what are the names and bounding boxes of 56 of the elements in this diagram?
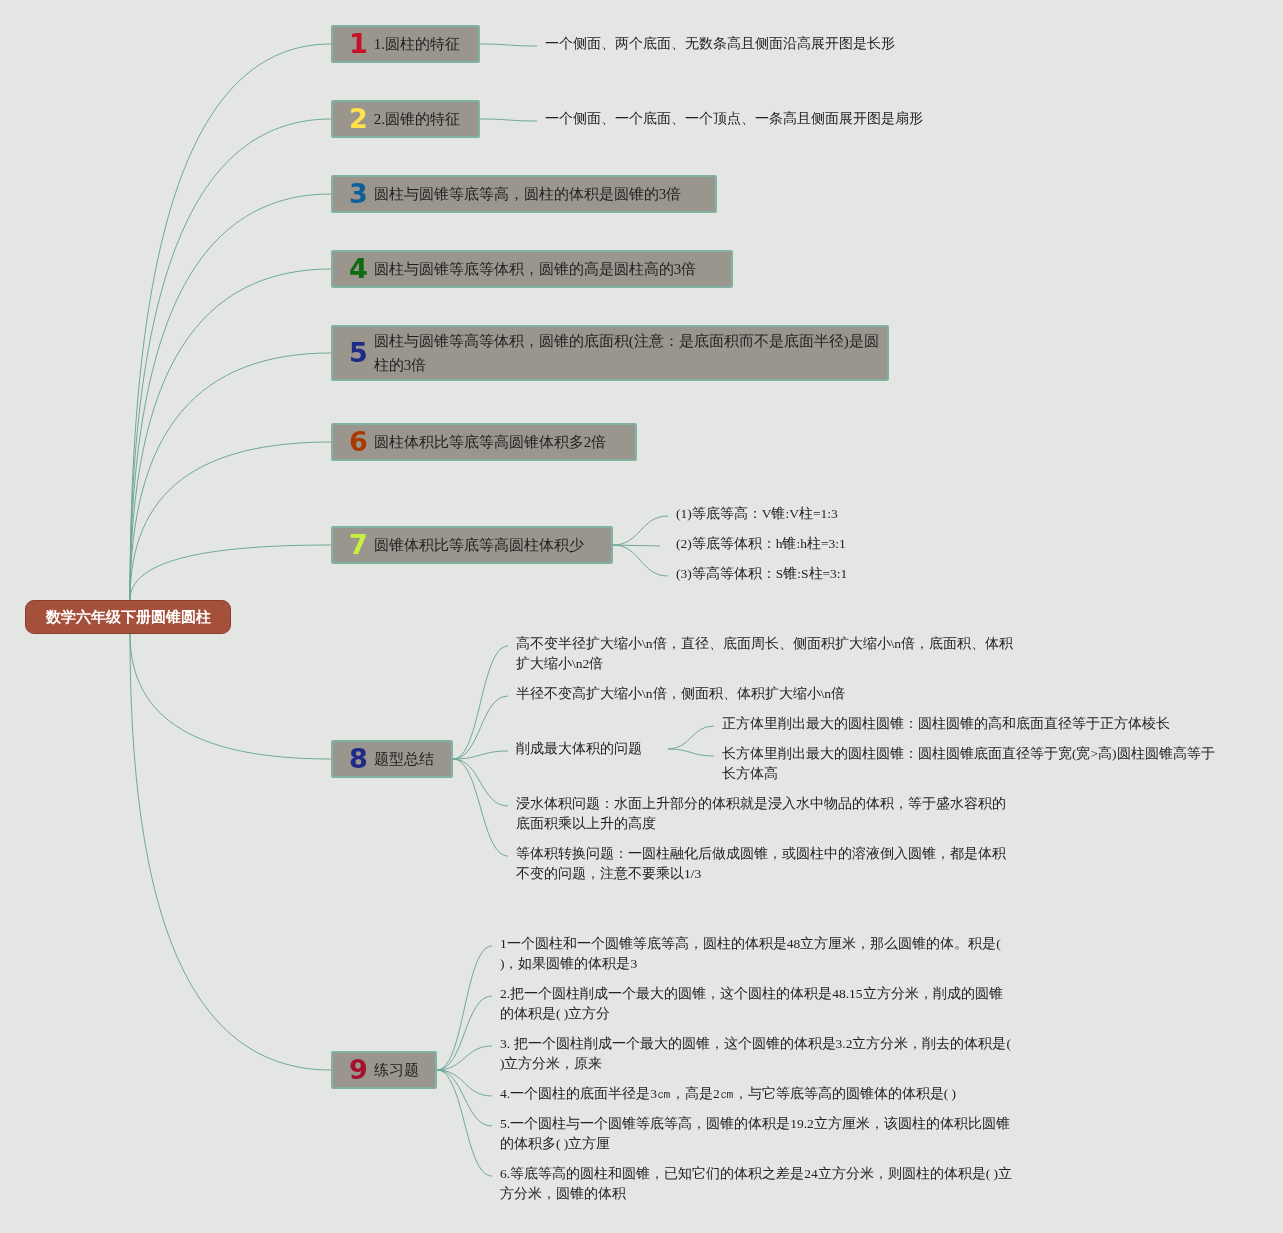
number-marker: 8 [349,744,368,774]
branch-line [129,633,332,1071]
number-marker: 3 [349,179,368,209]
note-text: 4.一个圆柱的底面半径是3㎝，高是2㎝，与它等底等高的圆锥体的体积是( ) [492,1084,1012,1104]
branch-line [612,544,661,547]
topic-label: 1.圆柱的特征 [373,35,461,54]
note-text: 6.等底等高的圆柱和圆锥，已知它们的体积之差是24立方分米，则圆柱的体积是( )立方分米，圆锥的体积 [492,1164,1012,1204]
note-text: (3)等高等体积：S锥:S柱=3:1 [668,564,928,584]
branch-line [452,758,509,807]
branch-line [129,441,332,601]
number-marker: 9 [349,1055,368,1085]
note-text: 3. 把一个圆柱削成一个最大的圆锥，这个圆锥的体积是3.2立方分米，削去的体积是( )立方分米，原来 [492,1034,1012,1074]
topic-label: 题型总结 [373,750,434,769]
note-text: 5.一个圆柱与一个圆锥等底等高，圆锥的体积是19.2立方厘米，该圆柱的体积比圆锥的体积多( )立方厘 [492,1114,1012,1154]
topic-label: 圆柱与圆锥等高等体积，圆锥的底面积(注意：是底面积而不是底面半径)是圆柱的3倍 [373,332,879,375]
note-text: 浸水体积问题：水面上升部分的体积就是浸入水中物品的体积，等于盛水容积的底面积乘以上升的高度 [508,794,1018,834]
note-text: 一个侧面、一个底面、一个顶点、一条高且侧面展开图是扇形 [537,109,977,129]
note-text: 2.把一个圆柱削成一个最大的圆锥，这个圆柱的体积是48.15立方分米，削成的圆锥的体积是( )立方分 [492,984,1012,1024]
topic-box [331,423,637,461]
number-marker: 5 [349,338,368,368]
number-marker: 7 [349,530,368,560]
branch-line [479,118,538,122]
topic-label: 练习题 [373,1061,419,1080]
branch-line [667,725,715,750]
note-text: (2)等底等体积：h锥:h柱=3:1 [668,534,928,554]
topic-box [331,250,733,288]
topic-box [331,325,889,381]
branch-line [452,758,509,857]
branch-line [612,544,669,577]
note-text: 高不变半径扩大缩小\n倍，直径、底面周长、侧面积扩大缩小\n倍，底面积、体积扩大缩小\n2倍 [508,634,1018,674]
number-marker: 1 [349,29,368,59]
topic-label: 2.圆锥的特征 [373,110,461,129]
number-marker: 6 [349,427,368,457]
topic-label: 圆锥体积比等底等高圆柱体积少 [373,536,584,555]
topic-box [331,100,480,138]
note-text: 一个侧面、两个底面、无数条高且侧面沿高展开图是长形 [537,34,957,54]
note-text: 正方体里削出最大的圆柱圆锥：圆柱圆锥的高和底面直径等于正方体棱长 [714,714,1204,734]
note-text: 1一个圆柱和一个圆锥等底等高，圆柱的体积是48立方厘米，那么圆锥的体。积是( )，如果圆锥的体积是3 [492,934,1012,974]
note-text: 半径不变高扩大缩小\n倍，侧面积、体积扩大缩小\n倍 [508,684,1018,704]
topic-label: 圆柱与圆锥等底等高，圆柱的体积是圆锥的3倍 [373,185,682,204]
branch-line [667,748,715,757]
topic-box [331,1051,437,1089]
topic-box [331,740,453,778]
topic-box [331,526,613,564]
note-text: (1)等底等高：V锥:V柱=1:3 [668,504,928,524]
topic-box [331,25,480,63]
topic-label: 圆柱体积比等底等高圆锥体积多2倍 [373,433,607,452]
number-marker: 2 [349,104,368,134]
topic-box [331,175,717,213]
note-text: 等体积转换问题：一圆柱融化后做成圆锥，或圆柱中的溶液倒入圆锥，都是体积不变的问题，注意不要乘以1/3 [508,844,1018,884]
topic-label: 圆柱与圆锥等底等体积，圆锥的高是圆柱高的3倍 [373,260,697,279]
number-marker: 4 [349,254,368,284]
note-text: 长方体里削出最大的圆柱圆锥：圆柱圆锥底面直径等于宽(宽>高)圆柱圆锥高等于长方体高 [714,744,1224,784]
branch-line [479,43,538,47]
note-text: 削成最大体积的问题 [508,739,668,759]
central-topic: 数学六年级下册圆锥圆柱 [25,600,231,634]
